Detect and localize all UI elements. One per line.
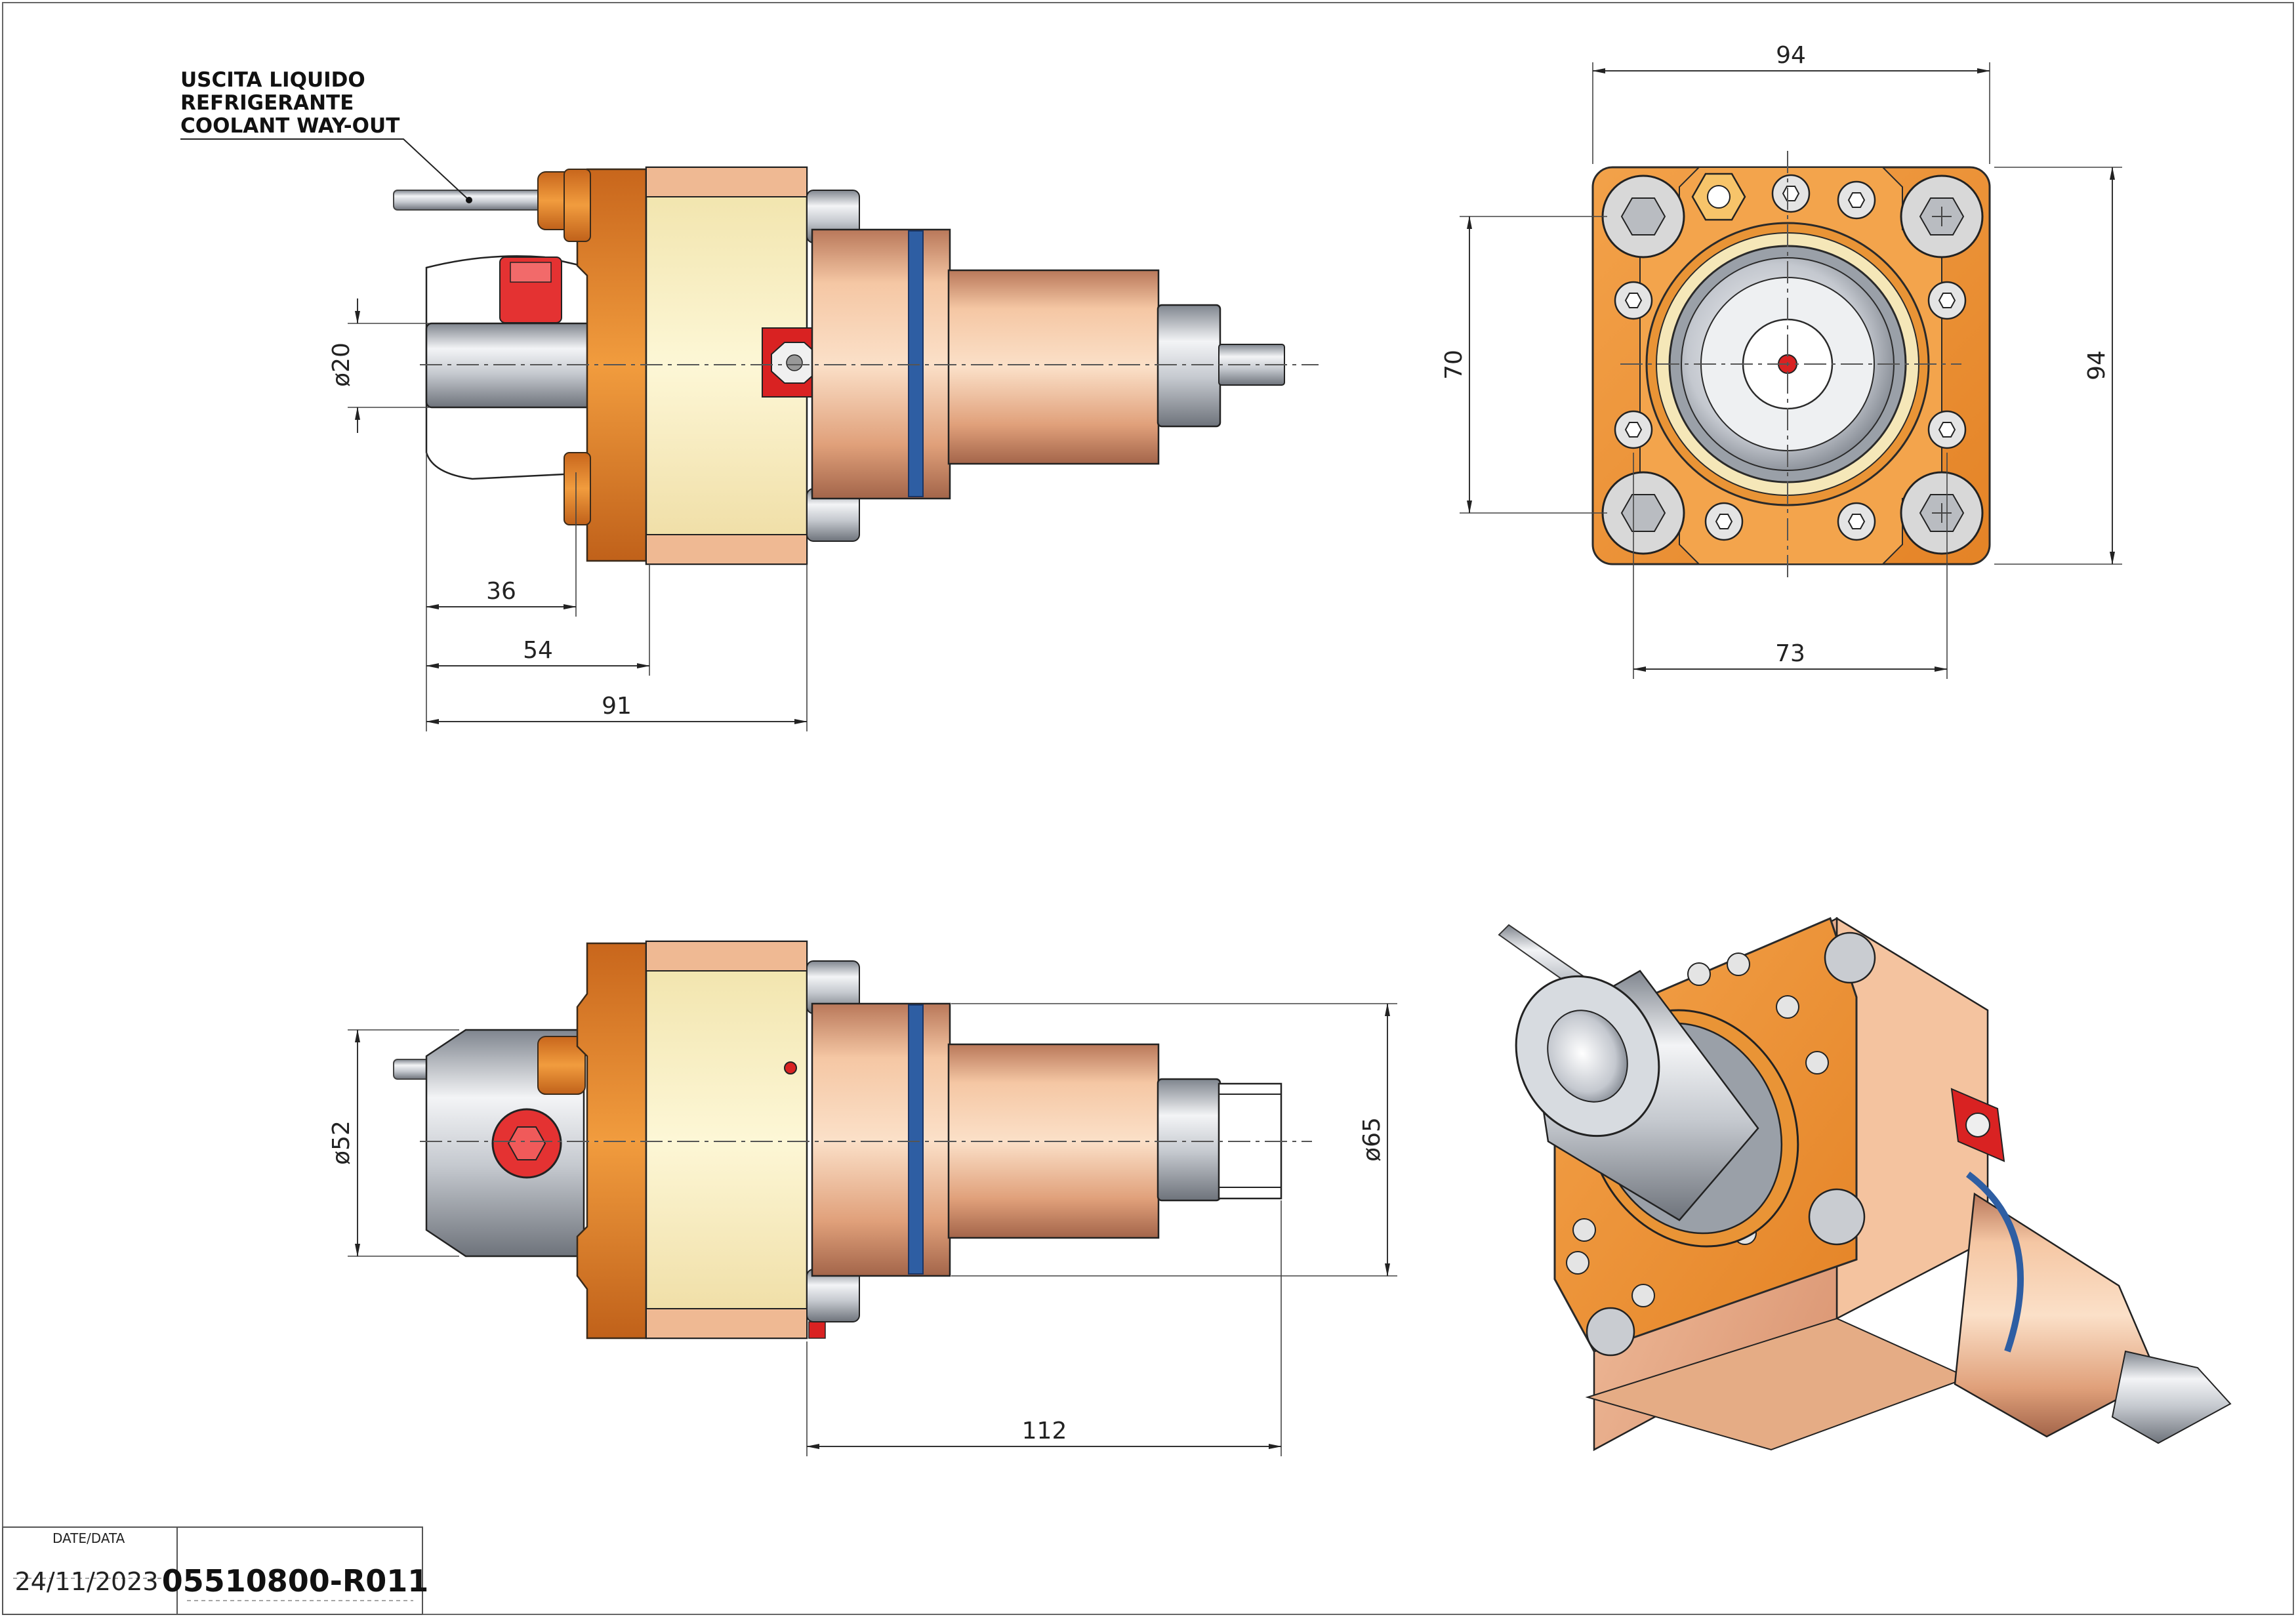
front-view [1591,151,1991,577]
dimension-94-width: 94 [1776,42,1806,69]
title-block: DATE/DATA 24/11/2023 05510800-R011 [2,1526,429,1615]
side-view-top [393,166,1319,565]
annotation-line-1: USCITA LIQUIDO [180,68,365,92]
dimension-54: 54 [523,637,553,664]
dimension-52: 52 [328,1120,355,1151]
corner-bolt-br [1900,471,1984,555]
dimension-36: 36 [486,578,516,605]
corner-bolt-bl [1601,471,1685,555]
dimension-20: 20 [328,342,355,373]
dimension-94-height: 94 [2083,350,2110,380]
dimension-65: 65 [1359,1117,1385,1147]
svg-text:ø20: ø20 [328,342,355,387]
svg-text:ø65: ø65 [1359,1117,1385,1162]
corner-bolt-tl [1601,174,1685,258]
annotation-line-3: COOLANT WAY-OUT [180,114,400,138]
annotation-line-2: REFRIGERANTE [180,91,354,115]
diameter-symbol-20: ø [328,373,355,387]
drawing-date: 24/11/2023 [14,1567,158,1596]
side-view-bottom [393,940,1312,1340]
side-view-bottom-dimensions: ø52 ø65 112 [328,1003,1397,1456]
front-view-dimensions: 94 94 70 73 [1441,42,2122,679]
dimension-112: 112 [1022,1418,1067,1444]
date-label: DATE/DATA [52,1530,125,1546]
dimension-91: 91 [602,693,632,720]
front-small-screw-sockets [1624,186,1956,529]
dimension-70: 70 [1441,350,1467,380]
drawing-code: 05510800-R011 [162,1563,429,1599]
svg-text:ø52: ø52 [328,1120,355,1165]
dimension-73: 73 [1775,640,1805,667]
diameter-symbol-65: ø [1359,1147,1385,1162]
corner-bolt-tr [1900,174,1984,258]
isometric-view [1498,916,2232,1452]
coolant-annotation: USCITA LIQUIDO REFRIGERANTE COOLANT WAY-… [180,68,472,203]
diameter-symbol-52: ø [328,1151,355,1165]
side-view-top-dimensions: ø20 36 54 91 [328,298,808,731]
front-coolant-fitting [1691,173,1746,221]
